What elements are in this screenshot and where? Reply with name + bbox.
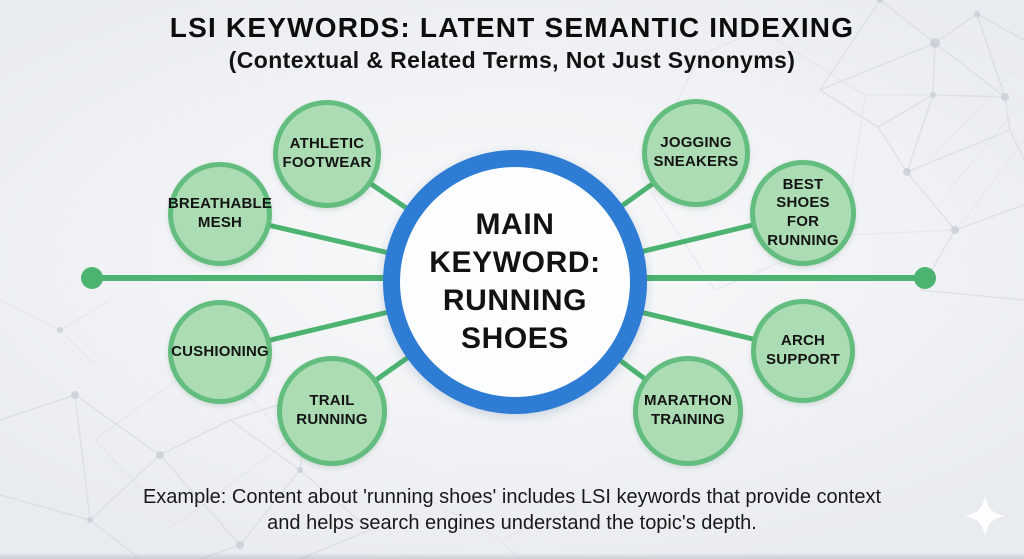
example-caption: Example: Content about 'running shoes' i… <box>0 484 1024 537</box>
node-athletic-footwear: ATHLETIC FOOTWEAR <box>273 100 381 208</box>
node-label: TRAIL RUNNING <box>296 392 368 428</box>
page-subtitle: (Contextual & Related Terms, Not Just Sy… <box>228 46 796 73</box>
main-keyword-label: MAIN KEYWORD: RUNNING SHOES <box>429 207 601 356</box>
node-main-keyword: MAIN KEYWORD: RUNNING SHOES <box>383 150 647 414</box>
header: LSI KEYWORDS: LATENT SEMANTIC INDEXING (… <box>0 12 1024 74</box>
line-end-dot-left <box>81 267 103 289</box>
node-jogging-sneakers: JOGGING SNEAKERS <box>642 99 750 207</box>
node-label: MARATHON TRAINING <box>644 392 732 428</box>
page-title: LSI KEYWORDS: LATENT SEMANTIC INDEXING <box>169 12 855 43</box>
example-line-1: Example: Content about 'running shoes' i… <box>142 486 882 508</box>
node-breathable-mesh: BREATHABLE MESH <box>168 162 272 266</box>
node-marathon-training: MARATHON TRAINING <box>633 356 743 466</box>
node-label: BEST SHOES FOR RUNNING <box>767 175 839 249</box>
node-label: JOGGING SNEAKERS <box>653 134 739 170</box>
node-trail-running: TRAIL RUNNING <box>277 356 387 466</box>
node-best-shoes-for-running: BEST SHOES FOR RUNNING <box>750 160 856 266</box>
node-label: BREATHABLE MESH <box>167 195 273 231</box>
node-cushioning: CUSHIONING <box>168 300 272 404</box>
node-arch-support: ARCH SUPPORT <box>751 299 855 403</box>
example-line-2: and helps search engines understand the … <box>267 512 757 535</box>
node-label: ARCH SUPPORT <box>766 332 840 368</box>
node-label: ATHLETIC FOOTWEAR <box>282 135 372 171</box>
node-label: CUSHIONING <box>171 342 269 360</box>
line-end-dot-right <box>914 267 936 289</box>
